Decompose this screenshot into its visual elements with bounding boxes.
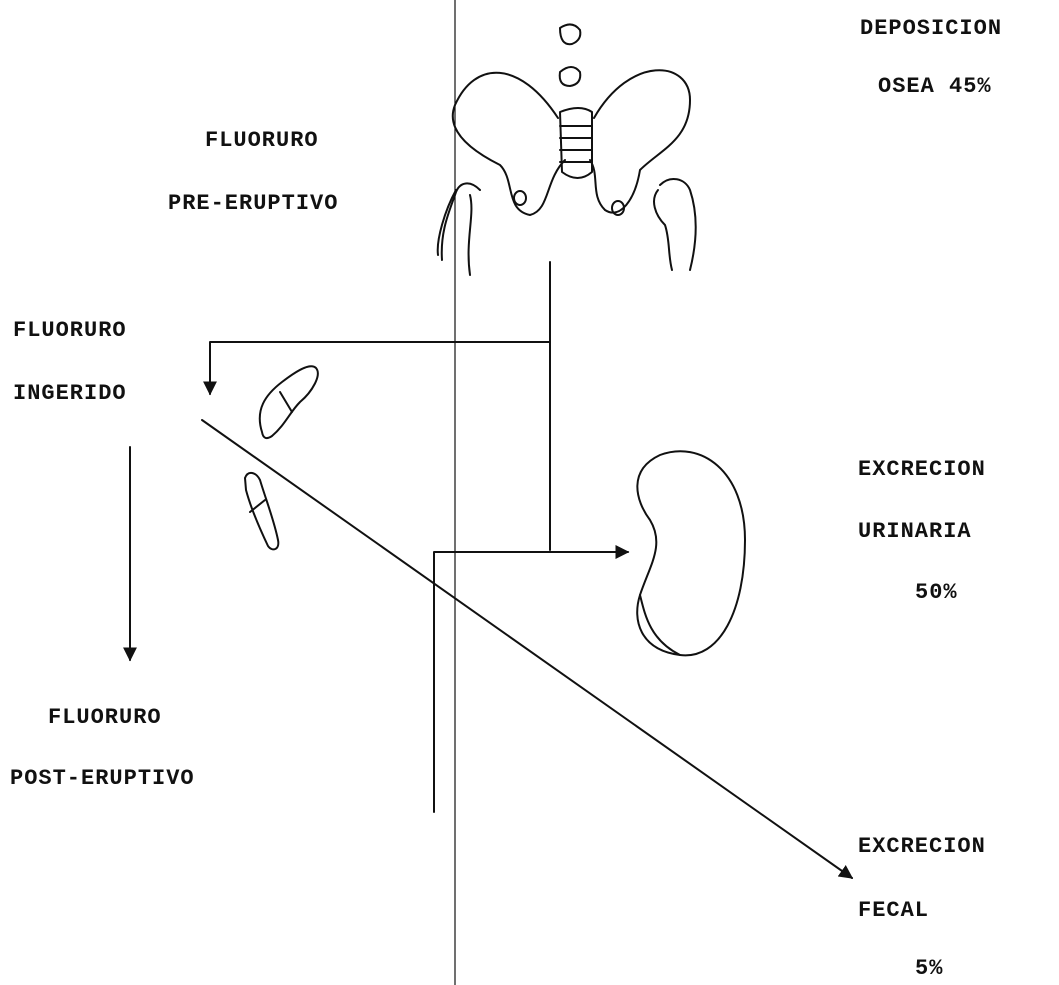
pre-eruptivo-label: PRE-ERUPTIVO <box>168 193 338 215</box>
kidney-icon <box>637 451 745 655</box>
osea-pct-label: OSEA 45% <box>878 76 992 98</box>
fecal-pct: 5% <box>915 958 943 980</box>
pre-eruptivo-title: FLUORURO <box>205 130 319 152</box>
arrow-to-ingerido <box>210 342 550 394</box>
deposicion-label: DEPOSICION <box>860 18 1002 40</box>
fecal-label: FECAL <box>858 900 929 922</box>
urinaria-pct: 50% <box>915 582 958 604</box>
post-eruptivo-title: FLUORURO <box>48 707 162 729</box>
urinaria-label: URINARIA <box>858 521 972 543</box>
post-eruptivo-label: POST-ERUPTIVO <box>10 768 195 790</box>
arrow-to-kidney <box>434 552 628 812</box>
arrow-to-fecal <box>202 420 852 878</box>
ingerido-label: INGERIDO <box>13 383 127 405</box>
pelvis-icon <box>438 24 696 275</box>
ingerido-title: FLUORURO <box>13 320 127 342</box>
fecal-title: EXCRECION <box>858 836 986 858</box>
urinaria-title: EXCRECION <box>858 459 986 481</box>
